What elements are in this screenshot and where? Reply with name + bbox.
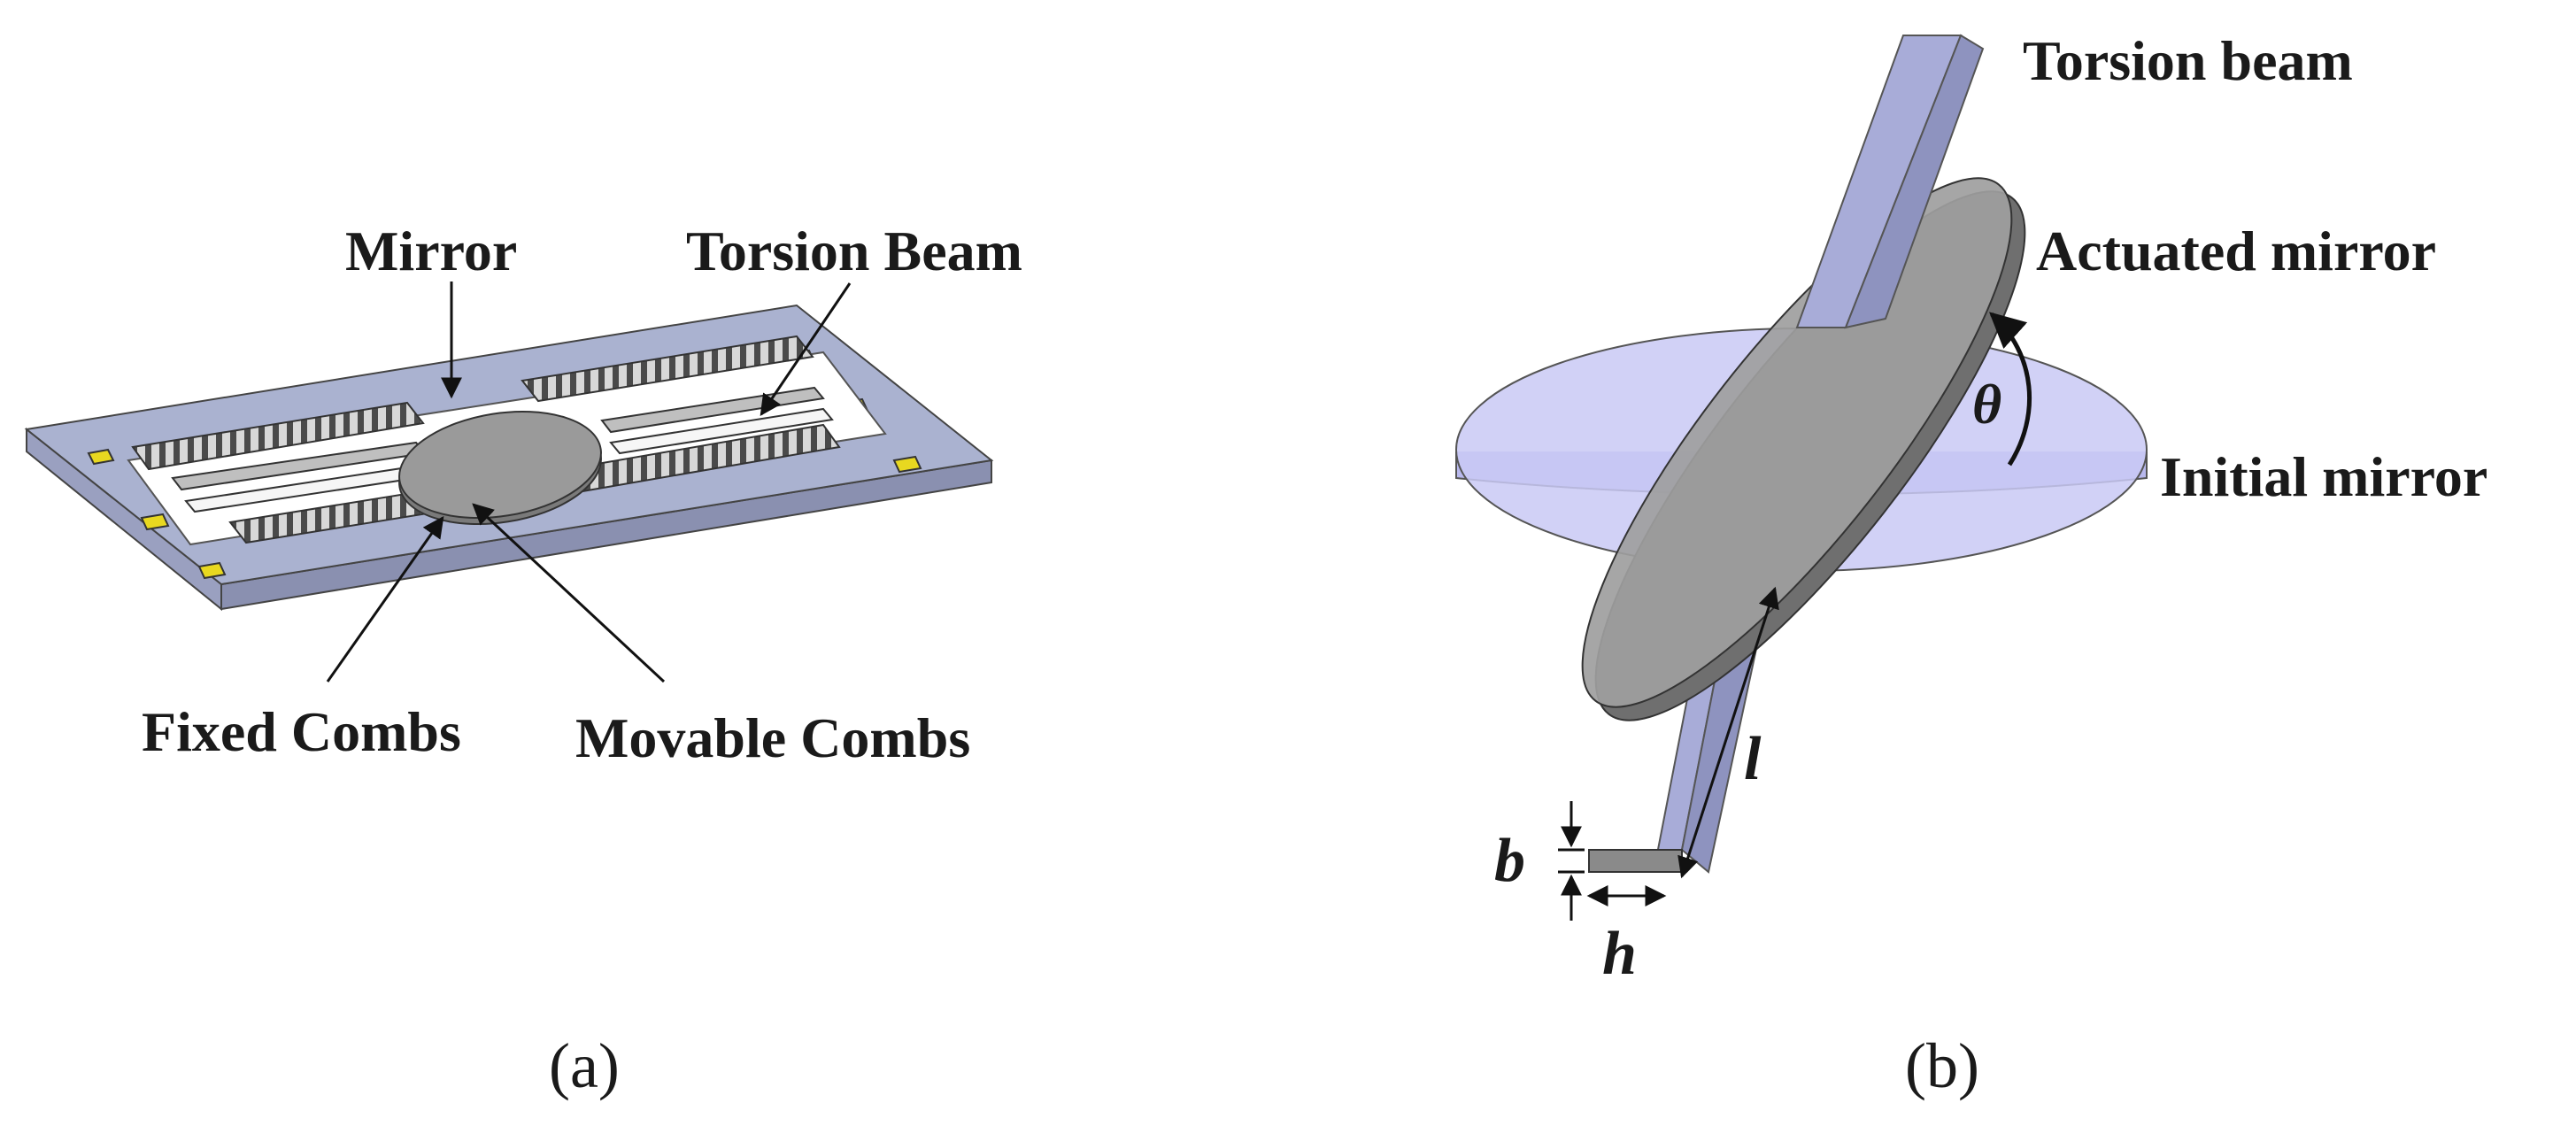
symbol-length: l — [1744, 725, 1762, 793]
rotation-arrow — [1989, 312, 2032, 467]
dimension-markers — [1558, 586, 1779, 921]
movable-combs-leader — [472, 503, 666, 683]
label-mirror: Mirror — [345, 220, 517, 282]
beam-upper-side — [1844, 34, 1985, 329]
bonding-pad — [197, 561, 227, 580]
symbol-theta: θ — [1972, 373, 2001, 436]
label-movable-combs: Movable Combs — [575, 706, 970, 769]
fixed-combs-leader — [326, 516, 444, 683]
beam-end-face — [1588, 849, 1683, 873]
symbol-width: h — [1602, 920, 1637, 988]
mirror-plate — [398, 410, 602, 520]
label-torsion-beam-b: Torsion beam — [2023, 29, 2353, 92]
torsion-beam-upper — [1795, 34, 1985, 329]
panel-b: Torsion beam Actuated mirror Initial mir… — [1455, 29, 2487, 1101]
label-actuated-mirror: Actuated mirror — [2036, 220, 2436, 282]
bonding-pad — [892, 455, 922, 474]
label-initial-mirror: Initial mirror — [2160, 445, 2487, 508]
leader-lines — [326, 282, 852, 683]
fixed-combs — [131, 401, 841, 493]
fixed-comb-bank — [131, 401, 425, 471]
label-torsion-beam: Torsion Beam — [686, 220, 1022, 282]
label-fixed-combs: Fixed Combs — [142, 700, 461, 763]
panel-a: Mirror Torsion Beam Fixed Combs Movable … — [24, 220, 1022, 1101]
caption-a: (a) — [549, 1030, 620, 1101]
length-dimension — [1677, 586, 1779, 879]
mirror — [398, 410, 602, 526]
torsion-beam — [609, 407, 834, 455]
torsion-beam-leader — [760, 282, 852, 416]
caption-b: (b) — [1905, 1030, 1979, 1101]
symbol-thickness: b — [1494, 827, 1525, 895]
bonding-pad — [87, 448, 115, 466]
movable-comb-bank — [521, 335, 814, 403]
bonding-pad — [140, 513, 170, 531]
actuated-mirror-plate — [1581, 177, 2013, 708]
